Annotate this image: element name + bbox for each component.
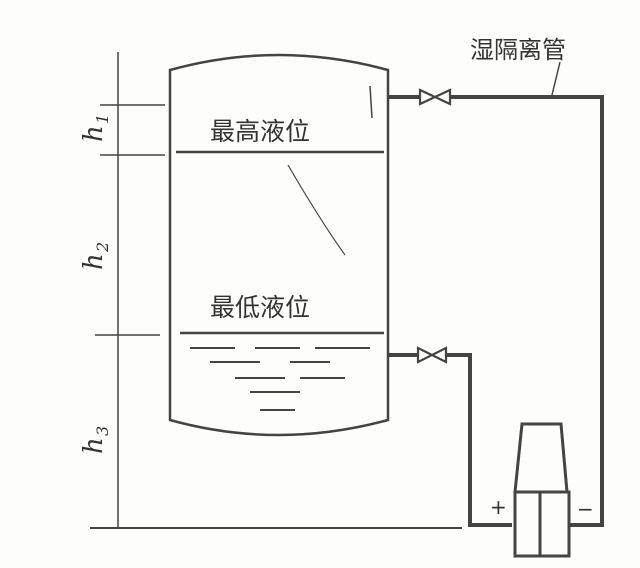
lower-impulse-pipe [388,353,512,527]
h3-label: h [79,437,109,454]
h1-label: h [79,125,109,142]
leader-line [287,164,346,256]
upper-valve-icon [418,88,452,106]
wet-isolation-pipe-label: 湿隔离管 [470,36,566,64]
plus-sign: + [490,495,507,519]
h2-subscript: 2 [93,242,112,253]
min-level-label: 最低液位 [210,293,310,322]
h1-subscript: 1 [93,114,112,124]
tank [168,53,390,437]
lower-valve-icon [416,346,448,364]
differential-pressure-transmitter [513,422,571,558]
max-level-label: 最高液位 [210,117,310,146]
minus-sign: − [577,497,594,521]
label-leader [551,61,561,96]
liquid-surface [190,347,370,411]
level-mark [369,85,373,119]
dimension-line [95,52,165,528]
upper-impulse-pipe [388,95,604,527]
h3-subscript: 3 [93,426,112,436]
h2-label: h [79,253,109,270]
